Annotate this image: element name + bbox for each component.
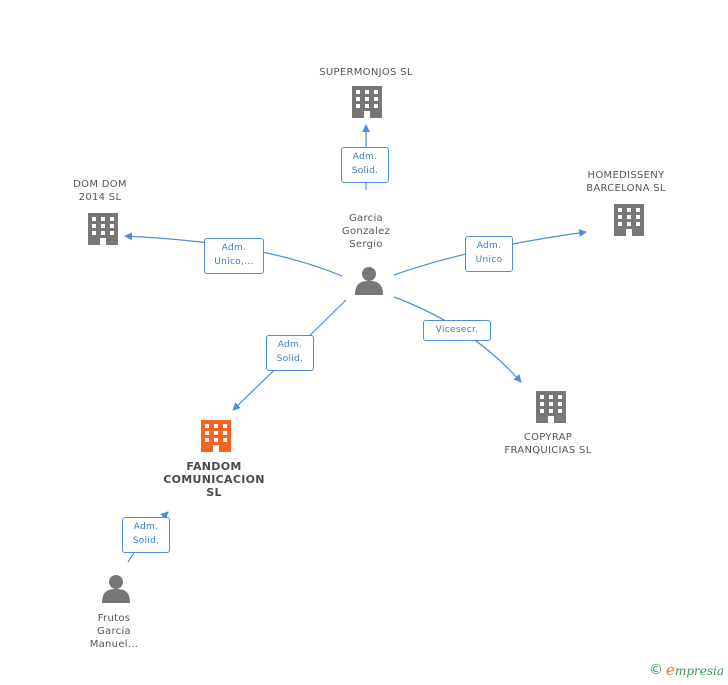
brand-logo: empresia [666,661,724,679]
edge-label-frutos-fandom: Adm. Solid. [122,517,170,553]
node-label-fandom[interactable]: FANDOM COMUNICACION SL [163,460,265,499]
building-icon-copyrap[interactable] [536,391,566,423]
edge-label-garcia-supermonjos: Adm. Solid. [341,147,389,183]
building-icon-fandom[interactable] [201,420,231,452]
building-icon-domdom[interactable] [88,213,118,245]
node-label-domdom[interactable]: DOM DOM 2014 SL [73,179,127,203]
edge-label-garcia-domdom: Adm. Unico,... [204,238,264,274]
edge-label-garcia-fandom: Adm. Solid. [266,335,314,371]
node-label-supermonjos[interactable]: SUPERMONJOS SL [319,67,413,78]
node-label-copyrap[interactable]: COPYRAP FRANQUICIAS SL [504,432,592,456]
edge-label-garcia-copyrap: Vicesecr. [423,320,491,341]
person-icon-frutos[interactable] [102,575,130,603]
building-icon-homedisseny[interactable] [614,204,644,236]
node-label-frutos[interactable]: Frutos Garcia Manuel... [89,613,139,650]
footer-brand[interactable]: © empresia [649,660,724,679]
node-label-garcia[interactable]: Garcia Gonzalez Sergio [341,213,391,250]
building-icon-supermonjos[interactable] [352,86,382,118]
edge-label-garcia-homedisseny: Adm. Unico [465,236,513,272]
copyright-icon: © [649,661,664,678]
node-label-homedisseny[interactable]: HOMEDISSENY BARCELONA SL [586,170,666,194]
person-icon-garcia[interactable] [355,267,383,295]
